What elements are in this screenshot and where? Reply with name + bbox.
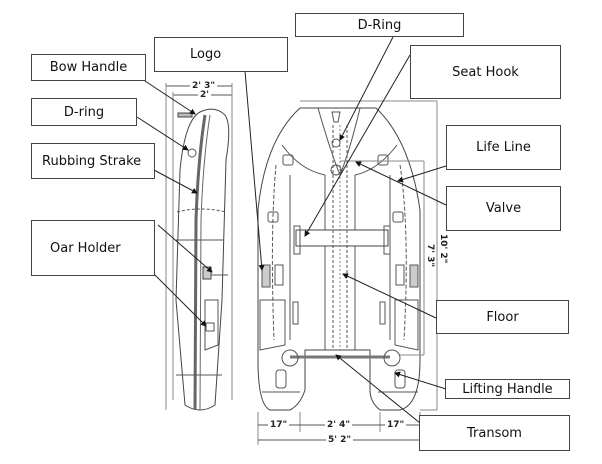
dim-inner-length: 7' 3" <box>425 242 435 270</box>
dim-overall-width: 5' 2" <box>326 435 354 445</box>
leader-transom <box>335 354 421 424</box>
leader-oar-holder <box>157 224 213 273</box>
leader-seat-hook <box>304 54 411 237</box>
leader-lines <box>136 36 447 424</box>
label-floor: Floor <box>436 300 569 334</box>
label-rubbing-strake: Rubbing Strake <box>31 143 155 179</box>
label-d-ring-top: D-Ring <box>295 13 464 37</box>
dim-side-inner-width: 2' <box>198 90 212 100</box>
dim-tube-left: 17" <box>268 420 290 430</box>
label-life-line: Life Line <box>446 125 561 170</box>
dim-overall-length: 10' 2" <box>438 232 448 266</box>
side-view <box>165 83 233 411</box>
leader-rubbing-strake <box>153 169 198 194</box>
leader-life-line <box>397 165 447 183</box>
label-bow-handle: Bow Handle <box>31 54 146 81</box>
label-transom: Transom <box>419 415 570 451</box>
label-valve: Valve <box>446 186 561 231</box>
leader-oar-holder-2 <box>154 274 207 327</box>
leader-logo <box>244 70 265 271</box>
dim-tube-right: 17" <box>385 420 407 430</box>
label-d-ring-side: D-ring <box>31 98 137 126</box>
leader-lifting-handle <box>394 371 447 390</box>
leader-d-ring-side <box>136 116 189 151</box>
leader-bow-handle <box>144 80 196 115</box>
leader-floor <box>342 273 437 319</box>
label-oar-holder: Oar Holder <box>31 220 155 276</box>
label-lifting-handle: Lifting Handle <box>445 379 570 399</box>
label-seat-hook: Seat Hook <box>410 45 561 99</box>
leader-valve <box>355 161 447 206</box>
top-view <box>257 100 438 445</box>
leader-d-ring-top <box>339 36 394 141</box>
dim-side-outer-width: 2' 3" <box>190 81 218 91</box>
dim-transom-width: 2' 4" <box>325 420 353 430</box>
label-logo: Logo <box>154 37 288 72</box>
